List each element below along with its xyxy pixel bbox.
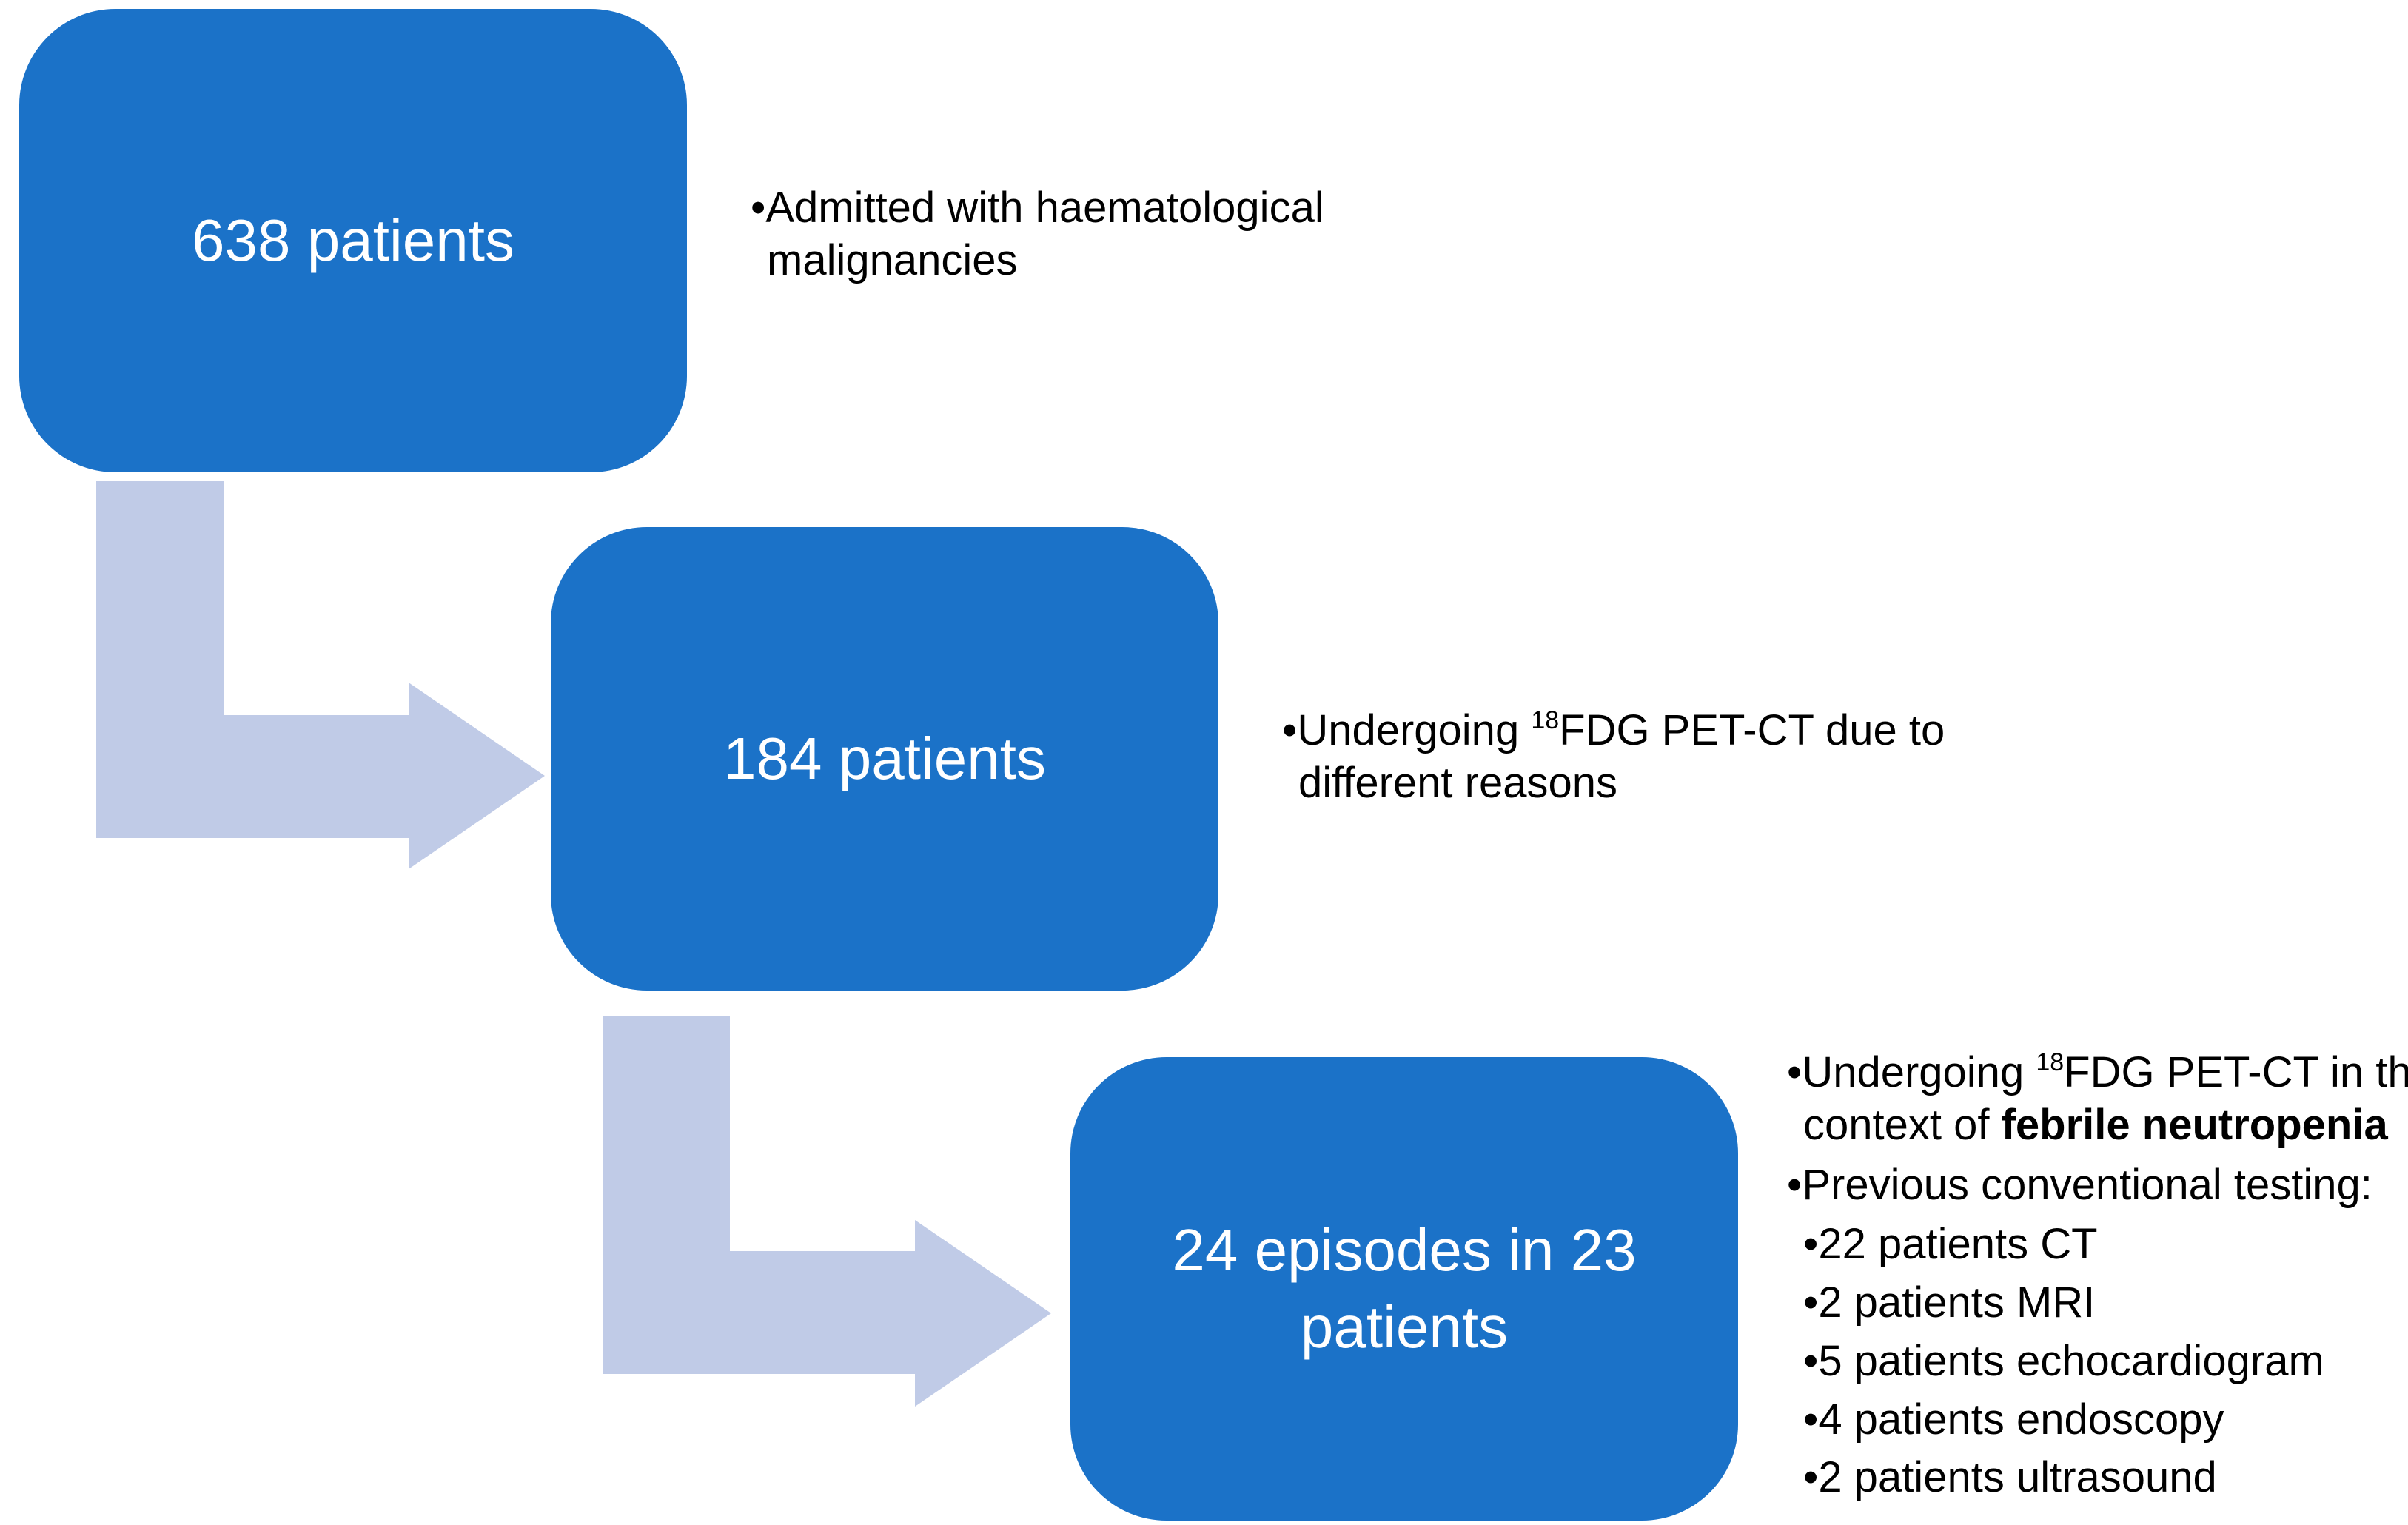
arrow-step-1-to-2 (96, 481, 545, 869)
note-bullet-item: •Undergoing 18FDG PET-CT in the (1787, 1047, 2408, 1099)
bullet-glyph: • (751, 184, 766, 232)
note-line-continuation: context of febrile neutropenia (1787, 1099, 2408, 1152)
note-line-continuation: malignancies (767, 235, 1018, 284)
superscript-isotope: 18 (2036, 1048, 2065, 1076)
step-note-1: •Admitted with haematological malignanci… (751, 182, 1324, 287)
note-line-continuation: different reasons (1298, 758, 1617, 807)
note-line-post: FDG PET-CT due to (1559, 706, 1945, 754)
step-label: 638 patients (192, 202, 514, 279)
note-bullet-item: •Previous conventional testing: (1787, 1159, 2408, 1212)
step-label-line: patients (1300, 1294, 1509, 1360)
step-note-2: •Undergoing 18FDG PET-CT due to differen… (1282, 705, 1945, 810)
note-bullet-item: •Admitted with haematological (751, 182, 1324, 235)
note-line: Admitted with haematological (765, 184, 1324, 232)
step-label: 24 episodes in 23 patients (1172, 1212, 1636, 1366)
sub-item-text: 4 patients endoscopy (1818, 1395, 2224, 1444)
note-line: Previous conventional testing: (1802, 1160, 2372, 1209)
note-line-pre: context of (1803, 1100, 2002, 1149)
bullet-glyph: • (1803, 1278, 1819, 1327)
sub-bullet-item: •2 patients ultrasound (1787, 1452, 2408, 1504)
sub-bullet-item: •5 patients echocardiogram (1787, 1335, 2408, 1388)
sub-bullet-item: •4 patients endoscopy (1787, 1394, 2408, 1447)
note-bullet-item: •Undergoing 18FDG PET-CT due to (1282, 705, 1945, 757)
bullet-glyph: • (1803, 1336, 1819, 1385)
bullet-glyph: • (1803, 1395, 1819, 1444)
sub-bullet-item: •2 patients MRI (1787, 1277, 2408, 1330)
sub-item-text: 2 patients ultrasound (1818, 1453, 2217, 1502)
bullet-glyph: • (1803, 1220, 1819, 1269)
sub-item-text: 5 patients echocardiogram (1818, 1336, 2324, 1385)
note-line-pre: Undergoing (1802, 1048, 2036, 1096)
step-label-line: 24 episodes in 23 (1172, 1217, 1637, 1283)
sub-item-text: 22 patients CT (1818, 1220, 2098, 1269)
bullet-glyph: • (1787, 1160, 1802, 1209)
note-line-pre: Undergoing (1297, 706, 1532, 754)
bullet-glyph: • (1803, 1453, 1819, 1502)
step-label-line: 638 patients (192, 207, 514, 273)
superscript-isotope: 18 (1531, 706, 1560, 734)
step-note-3: •Undergoing 18FDG PET-CT in the context … (1787, 1047, 2408, 1504)
emphasis-febrile-neutropenia: febrile neutropenia (2001, 1100, 2388, 1149)
step-box-638-patients: 638 patients (19, 9, 687, 472)
arrow-step-2-to-3 (603, 1016, 1051, 1407)
sub-bullet-item: •22 patients CT (1787, 1219, 2408, 1271)
bullet-glyph: • (1282, 706, 1298, 754)
step-label: 184 patients (723, 720, 1046, 797)
note-line-post: FDG PET-CT in the (2064, 1048, 2408, 1096)
step-box-184-patients: 184 patients (551, 527, 1218, 991)
bullet-glyph: • (1787, 1048, 1802, 1096)
step-label-line: 184 patients (723, 725, 1046, 791)
sub-item-text: 2 patients MRI (1818, 1278, 2096, 1327)
step-box-24-episodes: 24 episodes in 23 patients (1070, 1057, 1738, 1521)
